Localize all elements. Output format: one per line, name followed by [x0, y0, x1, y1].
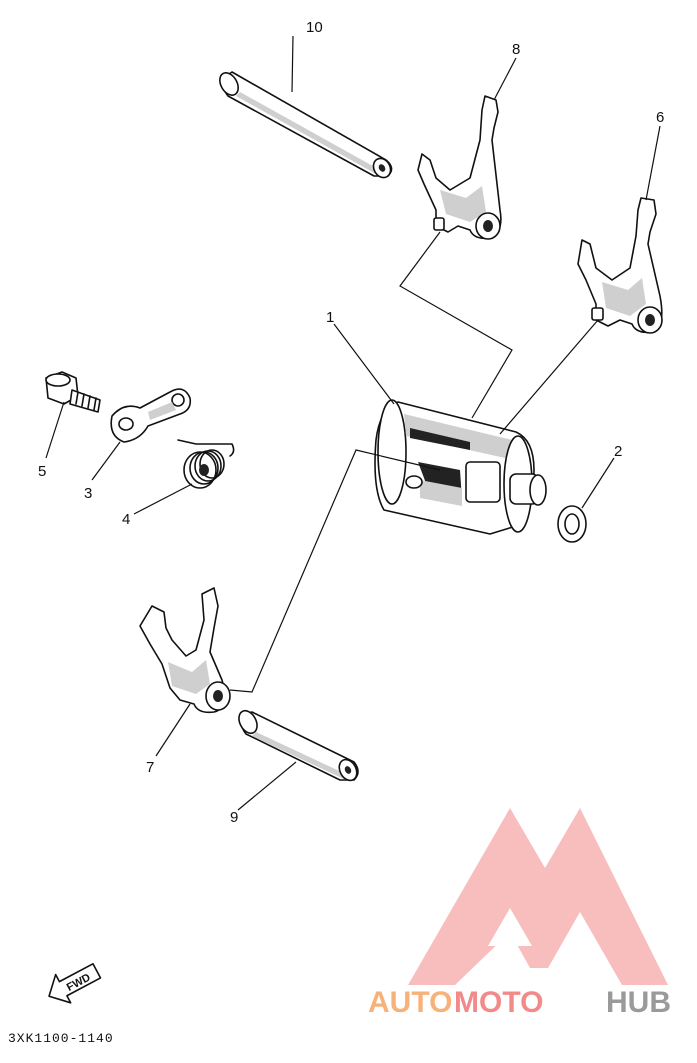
part-4-torsion-spring [177, 439, 235, 489]
part-2-washer [557, 505, 587, 543]
part-6-shift-fork [577, 197, 663, 334]
callout-3: 3 [84, 485, 92, 502]
part-1-shift-drum-assembly [374, 399, 547, 535]
callout-1: 1 [326, 309, 334, 326]
callout-10: 10 [306, 19, 323, 36]
callout-6: 6 [656, 109, 664, 126]
callout-9: 9 [230, 809, 238, 826]
part-7-shift-fork [139, 587, 231, 714]
fwd-arrow-icon: FWD [48, 962, 102, 1004]
watermark-auto: AUTO [368, 986, 452, 1019]
part-3-stopper-lever [110, 388, 192, 443]
part-10-shift-fork-guide-bar [219, 71, 393, 179]
callout-7: 7 [146, 759, 154, 776]
watermark-hub: HUB [606, 986, 671, 1019]
fwd-label: FWD [65, 972, 93, 994]
watermark-wordmark: AUTO MOTO HUB [368, 986, 671, 1019]
callout-8: 8 [512, 41, 520, 58]
part-8-shift-fork [417, 95, 502, 240]
callout-5: 5 [38, 463, 46, 480]
callout-leaders [45, 35, 661, 811]
part-9-shift-fork-guide-bar [238, 709, 359, 782]
assembly-lines [229, 231, 599, 693]
watermark-logo-triangle [408, 808, 668, 985]
callout-2: 2 [614, 443, 622, 460]
diagram-code: 3XK1100-1140 [8, 1031, 114, 1046]
watermark-moto: MOTO [454, 986, 543, 1019]
part-5-bolt [45, 371, 101, 413]
callout-4: 4 [122, 511, 130, 528]
callout-labels: 10 8 6 1 2 5 3 4 7 9 [38, 19, 664, 826]
